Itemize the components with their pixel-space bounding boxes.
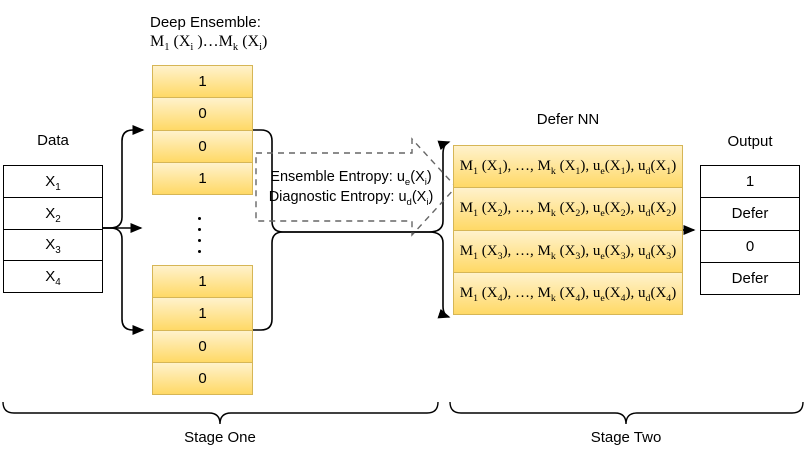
- data-cell-text: X1: [45, 172, 61, 193]
- ellipsis-dots: [198, 217, 201, 253]
- output-cell: Defer: [701, 262, 799, 294]
- defer-row-text: M1 (X2), …, Mk (X2), ue(X2), ud(X2): [459, 200, 677, 220]
- ensemble-cell: 0: [153, 362, 252, 394]
- deep-ensemble-title-formula: M1 (Xi )…Mk (Xi): [150, 33, 268, 54]
- stage-one-label: Stage One: [184, 429, 256, 446]
- dot: [198, 228, 201, 231]
- defer-row: M1 (X1), …, Mk (X1), ue(X1), ud(X1): [454, 146, 682, 189]
- edge-data-to-ensemble-bottom: [103, 227, 145, 335]
- output-cell: 1: [701, 166, 799, 199]
- deep-ensemble-title-line1: Deep Ensemble:: [150, 14, 261, 31]
- ensemble-cell: 1: [153, 162, 252, 194]
- defer-row-text: M1 (X3), …, Mk (X3), ue(X3), ud(X3): [459, 242, 677, 262]
- dot: [198, 239, 201, 242]
- ensemble-table-bottom: 1 1 0 0: [152, 265, 253, 395]
- defer-row: M1 (X2), …, Mk (X2), ue(X2), ud(X2): [454, 188, 682, 231]
- stage-two-brace: [449, 401, 804, 425]
- stage-two-label: Stage Two: [590, 429, 662, 446]
- output-table: 1 Defer 0 Defer: [700, 165, 800, 295]
- data-cell-text: X3: [45, 236, 61, 257]
- dot: [198, 250, 201, 253]
- defer-row: M1 (X4), …, Mk (X4), ue(X4), ud(X4): [454, 272, 682, 314]
- dot: [198, 217, 201, 220]
- defer-row-text: M1 (X1), …, Mk (X1), ue(X1), ud(X1): [459, 158, 677, 178]
- data-cell: X1: [4, 166, 102, 198]
- output-cell: 0: [701, 230, 799, 263]
- ensemble-cell: 1: [153, 298, 252, 331]
- deep-ensemble-title: Deep Ensemble: M1 (Xi )…Mk (Xi): [150, 13, 268, 54]
- data-cell: X2: [4, 197, 102, 230]
- output-label: Output: [727, 133, 773, 150]
- defer-row-text: M1 (X4), …, Mk (X4), ue(X4), ud(X4): [459, 284, 677, 304]
- data-table: X1 X2 X3 X4: [3, 165, 103, 293]
- ensemble-cell: 1: [153, 66, 252, 99]
- defer-row: M1 (X3), …, Mk (X3), ue(X3), ud(X3): [454, 230, 682, 273]
- data-cell-text: X2: [45, 204, 61, 225]
- defer-nn-label: Defer NN: [536, 111, 600, 128]
- entropy-note-line2: Diagnostic Entropy: ud(Xi): [268, 189, 434, 208]
- entropy-note: Ensemble Entropy: ue(Xi) Diagnostic Entr…: [257, 167, 445, 207]
- ensemble-cell: 1: [153, 266, 252, 299]
- data-label: Data: [37, 132, 69, 149]
- ensemble-cell: 0: [153, 98, 252, 131]
- data-cell: X4: [4, 261, 102, 292]
- ensemble-table-top: 1 0 0 1: [152, 65, 253, 195]
- ensemble-cell: 0: [153, 130, 252, 163]
- entropy-note-line1: Ensemble Entropy: ue(Xi): [270, 169, 432, 188]
- stage-one-brace: [2, 401, 439, 425]
- ensemble-cell: 0: [153, 330, 252, 363]
- defer-nn-table: M1 (X1), …, Mk (X1), ue(X1), ud(X1) M1 (…: [453, 145, 683, 315]
- output-cell: Defer: [701, 198, 799, 231]
- data-cell: X3: [4, 229, 102, 262]
- entropy-block-arrow: [255, 137, 457, 237]
- edge-ensemble-bottom-to-defer: [253, 231, 451, 331]
- data-cell-text: X4: [45, 268, 61, 289]
- edge-data-to-ensemble-top: [103, 125, 145, 229]
